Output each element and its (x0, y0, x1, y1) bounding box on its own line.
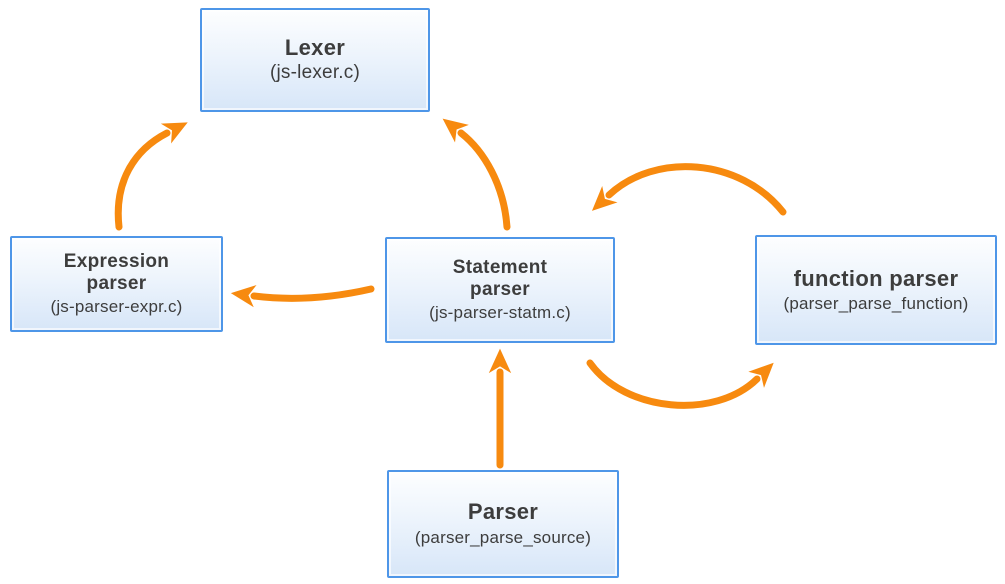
node-parser-title: Parser (467, 499, 539, 525)
node-lexer-subtitle: (js-lexer.c) (269, 62, 360, 84)
node-function-parser: function parser (parser_parse_function) (755, 235, 997, 345)
node-parser: Parser (parser_parse_source) (387, 470, 619, 578)
node-expression-parser-title: Expression parser (63, 250, 170, 295)
node-expression-parser-subtitle: (js-parser-expr.c) (50, 296, 183, 316)
arrow-statement-to-lexer (442, 118, 511, 231)
node-function-parser-title: function parser (793, 265, 959, 291)
arrow-function-to-statement-top-arc (591, 163, 787, 216)
node-function-parser-subtitle: (parser_parse_function) (783, 293, 969, 313)
node-parser-subtitle: (parser_parse_source) (414, 528, 592, 548)
node-lexer-title: Lexer (284, 35, 346, 61)
node-statement-parser-title: Statement parser (452, 256, 548, 301)
arrow-statement-to-function-bottom-arc (586, 359, 774, 409)
arrow-statement-to-expression (230, 285, 375, 308)
node-statement-parser: Statement parser (js-parser-statm.c) (385, 237, 615, 343)
node-expression-parser: Expression parser (js-parser-expr.c) (10, 236, 223, 332)
arrow-expression-to-lexer (114, 122, 188, 231)
node-statement-parser-subtitle: (js-parser-statm.c) (429, 302, 571, 322)
node-lexer: Lexer (js-lexer.c) (200, 8, 430, 112)
